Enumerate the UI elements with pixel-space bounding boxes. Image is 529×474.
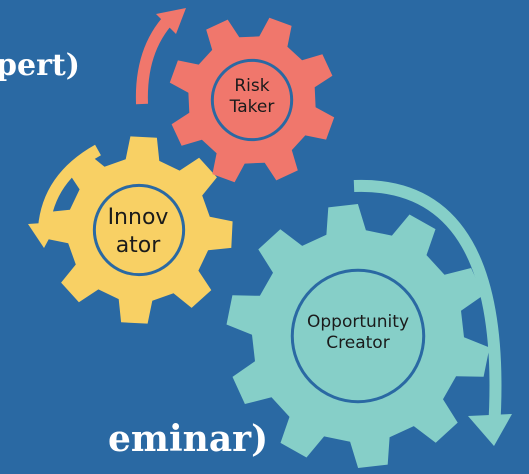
arrow-red — [135, 8, 186, 105]
gear-innovator — [45, 136, 233, 324]
gear-opportunity-creator — [226, 204, 490, 468]
arrow-teal — [353, 179, 512, 446]
cropped-heading-bottom: eminar) — [108, 418, 269, 460]
gear-label-line: Creator — [326, 333, 390, 354]
gear-label-line: Taker — [229, 97, 275, 118]
gear-risk-taker — [169, 17, 335, 183]
gear-hub — [92, 183, 186, 277]
gear-label-line: ator — [115, 232, 161, 258]
gear-hub — [290, 268, 426, 404]
gear-label-innovator: Innov ator — [100, 204, 176, 259]
gear-hub — [210, 58, 294, 142]
gear-label-risk-taker: Risk Taker — [212, 76, 292, 119]
gear-label-line: Opportunity — [306, 312, 410, 332]
gear-label-line: Innov — [107, 205, 169, 230]
gear-label-opportunity-creator: Opportunity Creator — [298, 312, 418, 355]
cropped-heading-top: pert) — [0, 48, 80, 83]
gear-label-line: Risk — [234, 76, 270, 96]
